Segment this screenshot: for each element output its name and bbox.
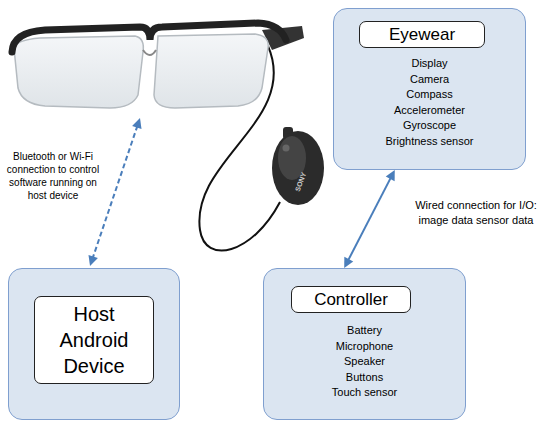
glasses-bridge [143,50,156,55]
title-box: Host Android Device [34,296,154,384]
component-box: BatteryMicrophoneSpeakerButtonsTouch sen… [263,268,466,420]
list-item: Battery [264,323,465,339]
arrow-head [386,170,395,181]
arrow-head [344,257,353,268]
glasses-lens [154,34,268,108]
list-item: Accelerometer [334,103,525,119]
box-title: Controller [314,290,388,310]
box-title: Eyewear [389,25,455,45]
list-item: Speaker [264,354,465,370]
arrow-head [132,118,141,129]
list-item: Display [334,56,525,72]
wireless-link [93,126,138,259]
component-box: Host Android Device [8,268,180,420]
arrow-head [89,255,98,266]
list-item: Compass [334,87,525,103]
box-title: Host Android Device [43,301,145,379]
connector-label: Wired connection for I/O: image data sen… [410,198,542,228]
list-item: Buttons [264,370,465,386]
controller-puck [272,131,324,205]
item-list: BatteryMicrophoneSpeakerButtonsTouch sen… [264,323,465,401]
glasses-frame [12,23,286,52]
puck-button [283,145,290,152]
brand-logo: SONY [293,169,309,194]
list-item: Camera [334,72,525,88]
component-box: DisplayCameraCompassAccelerometerGyrosco… [333,8,526,170]
title-box: Eyewear [359,21,485,48]
glasses-lens [14,36,143,108]
title-box: Controller [291,286,411,313]
list-item: Gyroscope [334,118,525,134]
list-item: Microphone [264,339,465,355]
item-list: DisplayCameraCompassAccelerometerGyrosco… [334,56,525,149]
wired-connector [348,177,391,261]
list-item: Brightness sensor [334,134,525,150]
list-item: Touch sensor [264,385,465,401]
note-label: Bluetooth or Wi-Fi connection to control… [2,150,104,202]
